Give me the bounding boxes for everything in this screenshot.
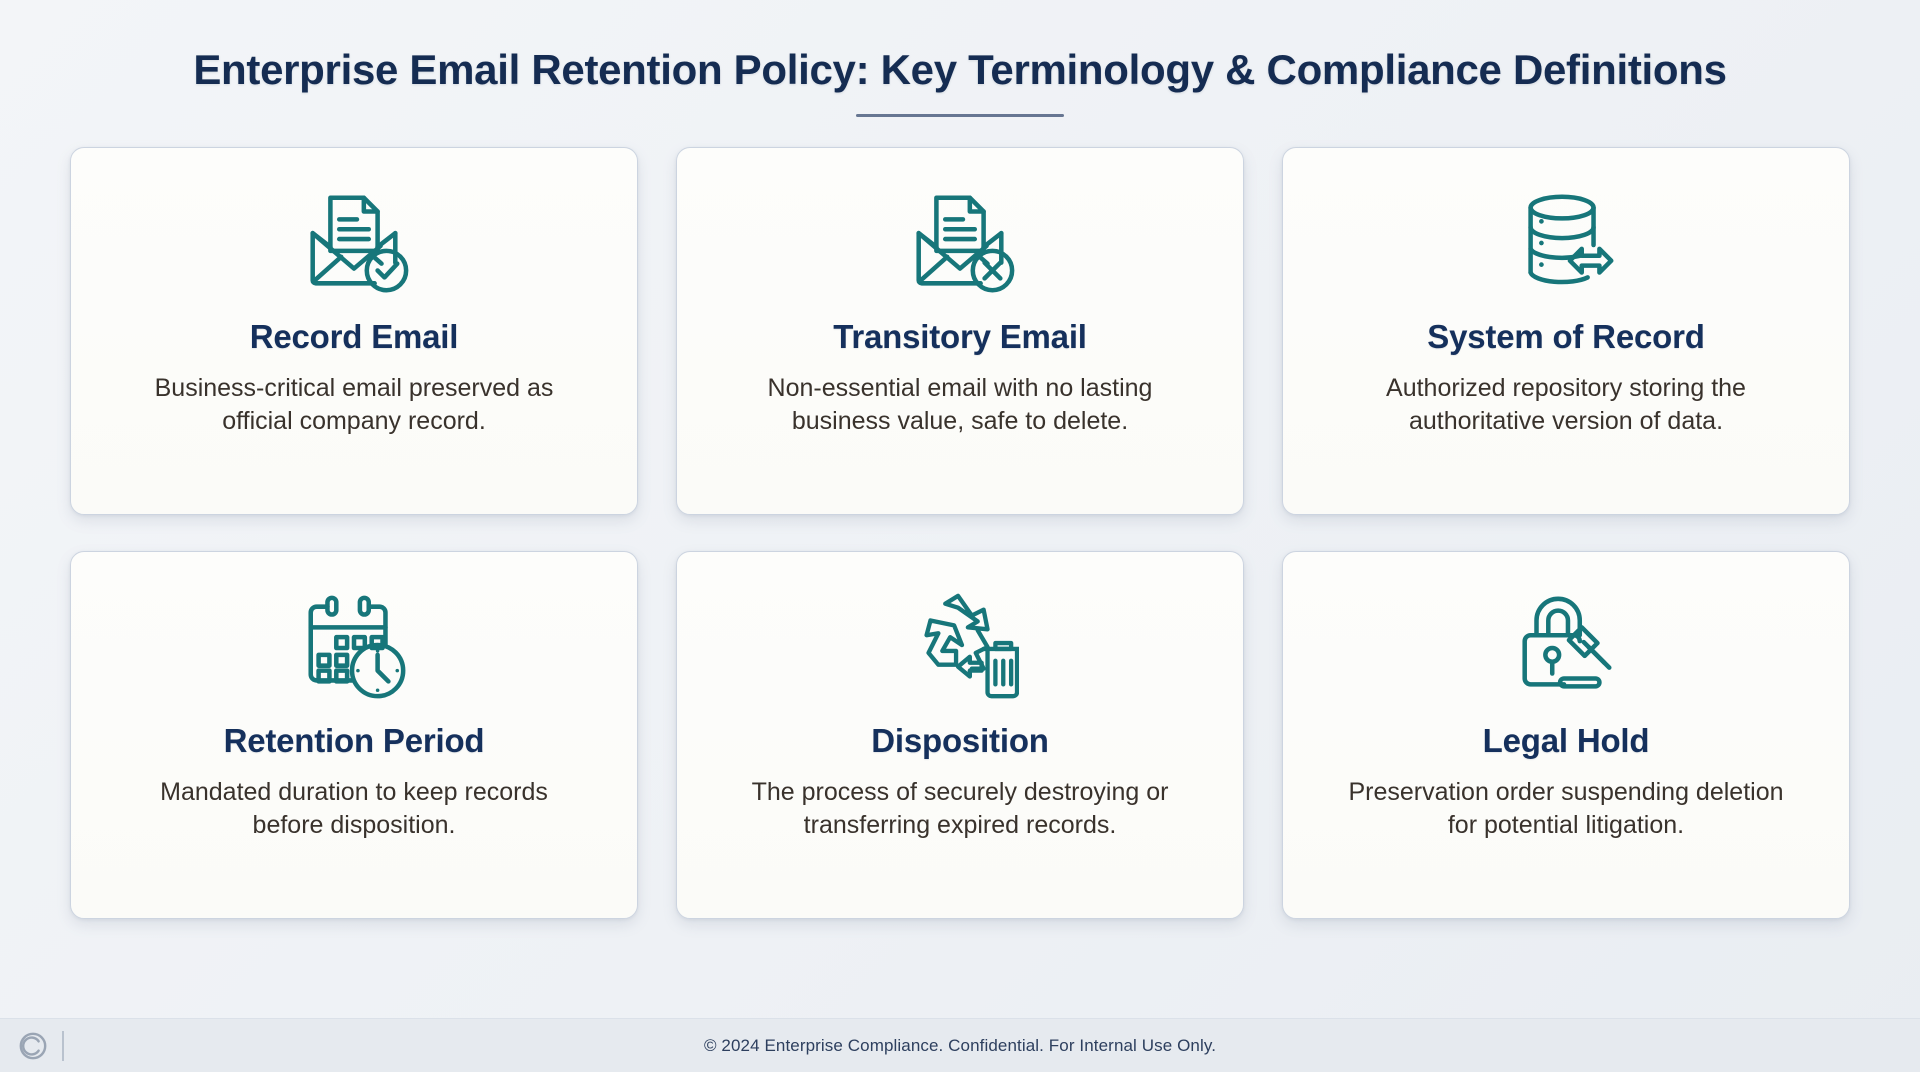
lock-gavel-icon — [1507, 586, 1625, 708]
calendar-clock-icon — [295, 586, 413, 708]
card-description: Non-essential email with no lasting busi… — [767, 374, 1153, 435]
card-title: Retention Period — [223, 722, 485, 760]
database-exchange-icon — [1507, 182, 1625, 304]
definition-card-legal-hold[interactable]: Legal Hold Preservation order suspending… — [1282, 551, 1850, 920]
cards-grid-container: Record Email Business-critical email pre… — [0, 117, 1920, 1018]
footer-divider — [62, 1030, 64, 1061]
page-title: Enterprise Email Retention Policy: Key T… — [193, 46, 1727, 93]
card-title: Record Email — [249, 318, 459, 356]
card-description: The process of securely destroying or tr… — [751, 778, 1169, 839]
copyright-c-monogram-logo — [19, 1032, 47, 1059]
card-title: Disposition — [871, 722, 1049, 760]
card-title: Transitory Email — [833, 318, 1087, 356]
recycle-trash-icon — [901, 586, 1019, 708]
email-record-check-icon — [295, 182, 413, 304]
definition-card-disposition[interactable]: Disposition The process of securely dest… — [676, 551, 1244, 920]
definition-card-transitory-email[interactable]: Transitory Email Non-essential email wit… — [676, 147, 1244, 516]
definition-card-record-email[interactable]: Record Email Business-critical email pre… — [70, 147, 638, 516]
definition-card-system-of-record[interactable]: System of Record Authorized repository s… — [1282, 147, 1850, 516]
footer-brand — [18, 1030, 64, 1061]
page-footer: © 2024 Enterprise Compliance. Confidenti… — [0, 1018, 1920, 1072]
card-description: Preservation order suspending deletion f… — [1348, 778, 1784, 839]
footer-copyright-text: © 2024 Enterprise Compliance. Confidenti… — [703, 1035, 1217, 1055]
card-title: System of Record — [1427, 318, 1705, 356]
email-transitory-x-icon — [901, 182, 1019, 304]
definition-card-retention-period[interactable]: Retention Period Mandated duration to ke… — [70, 551, 638, 920]
card-description: Authorized repository storing the author… — [1386, 374, 1746, 435]
card-description: Business-critical email preserved as off… — [154, 374, 554, 435]
card-title: Legal Hold — [1482, 722, 1650, 760]
title-underline-accent — [856, 114, 1064, 118]
page-header: Enterprise Email Retention Policy: Key T… — [0, 0, 1920, 118]
card-description: Mandated duration to keep records before… — [160, 778, 548, 839]
definition-cards-grid: Record Email Business-critical email pre… — [70, 147, 1850, 920]
